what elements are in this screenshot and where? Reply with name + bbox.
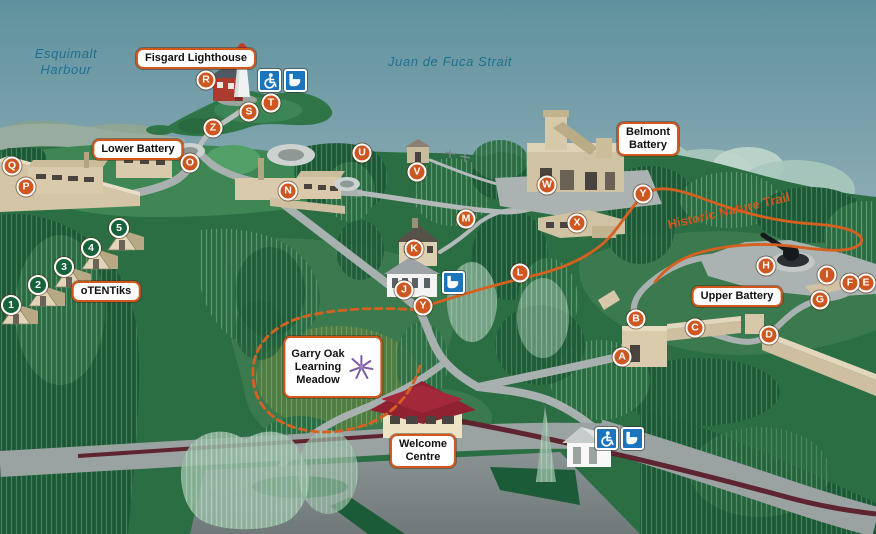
marker-y-belmont: Y [633, 184, 653, 204]
label-fisgard-lighthouse: Fisgard Lighthouse [135, 48, 257, 69]
wheelchair-icon [595, 427, 618, 450]
marker-h: H [756, 256, 776, 276]
marker-otentik-5: 5 [109, 218, 129, 238]
marker-o: O [180, 153, 200, 173]
label-lower-battery: Lower Battery [92, 139, 184, 160]
water-label-juan-de-fuca-strait: Juan de Fuca Strait [387, 54, 513, 69]
marker-k: K [404, 239, 424, 259]
camas-flower-icon [349, 341, 375, 393]
marker-v: V [407, 162, 427, 182]
marker-x: X [567, 213, 587, 233]
label-garry-oak-text: Garry Oak Learning Meadow [291, 347, 345, 386]
marker-c: C [685, 318, 705, 338]
marker-otentik-4: 4 [81, 238, 101, 258]
marker-g: G [810, 290, 830, 310]
marker-d: D [759, 325, 779, 345]
label-garry-oak-learning-meadow: Garry Oak Learning Meadow [283, 336, 383, 398]
marker-s: S [239, 102, 259, 122]
marker-n: N [278, 181, 298, 201]
fisgard-facilities [258, 69, 307, 92]
marker-otentik-1: 1 [1, 295, 21, 315]
interior-washroom [442, 271, 465, 294]
water-label-esquimalt-harbour: Esquimalt Harbour [34, 46, 98, 77]
marker-i: I [817, 265, 837, 285]
marker-otentik-3: 3 [54, 257, 74, 277]
marker-t: T [261, 93, 281, 113]
washroom-icon [621, 427, 644, 450]
label-welcome-centre: Welcome Centre [389, 434, 457, 468]
marker-b: B [626, 309, 646, 329]
washroom-icon [442, 271, 465, 294]
entrance-facilities [595, 427, 644, 450]
marker-r: R [196, 70, 216, 90]
wheelchair-icon [258, 69, 281, 92]
marker-a: A [612, 347, 632, 367]
marker-w: W [537, 175, 557, 195]
marker-otentik-2: 2 [28, 275, 48, 295]
marker-f: F [840, 273, 860, 293]
marker-m: M [456, 209, 476, 229]
label-belmont-battery: Belmont Battery [617, 122, 679, 156]
marker-z: Z [203, 118, 223, 138]
marker-j: J [394, 280, 414, 300]
washroom-icon [284, 69, 307, 92]
marker-y-meadow: Y [413, 296, 433, 316]
label-upper-battery: Upper Battery [691, 286, 783, 307]
marker-l: L [510, 263, 530, 283]
marker-p: P [16, 177, 36, 197]
marker-u: U [352, 143, 372, 163]
marker-q: Q [2, 156, 22, 176]
label-otentiks: oTENTiks [71, 281, 141, 302]
